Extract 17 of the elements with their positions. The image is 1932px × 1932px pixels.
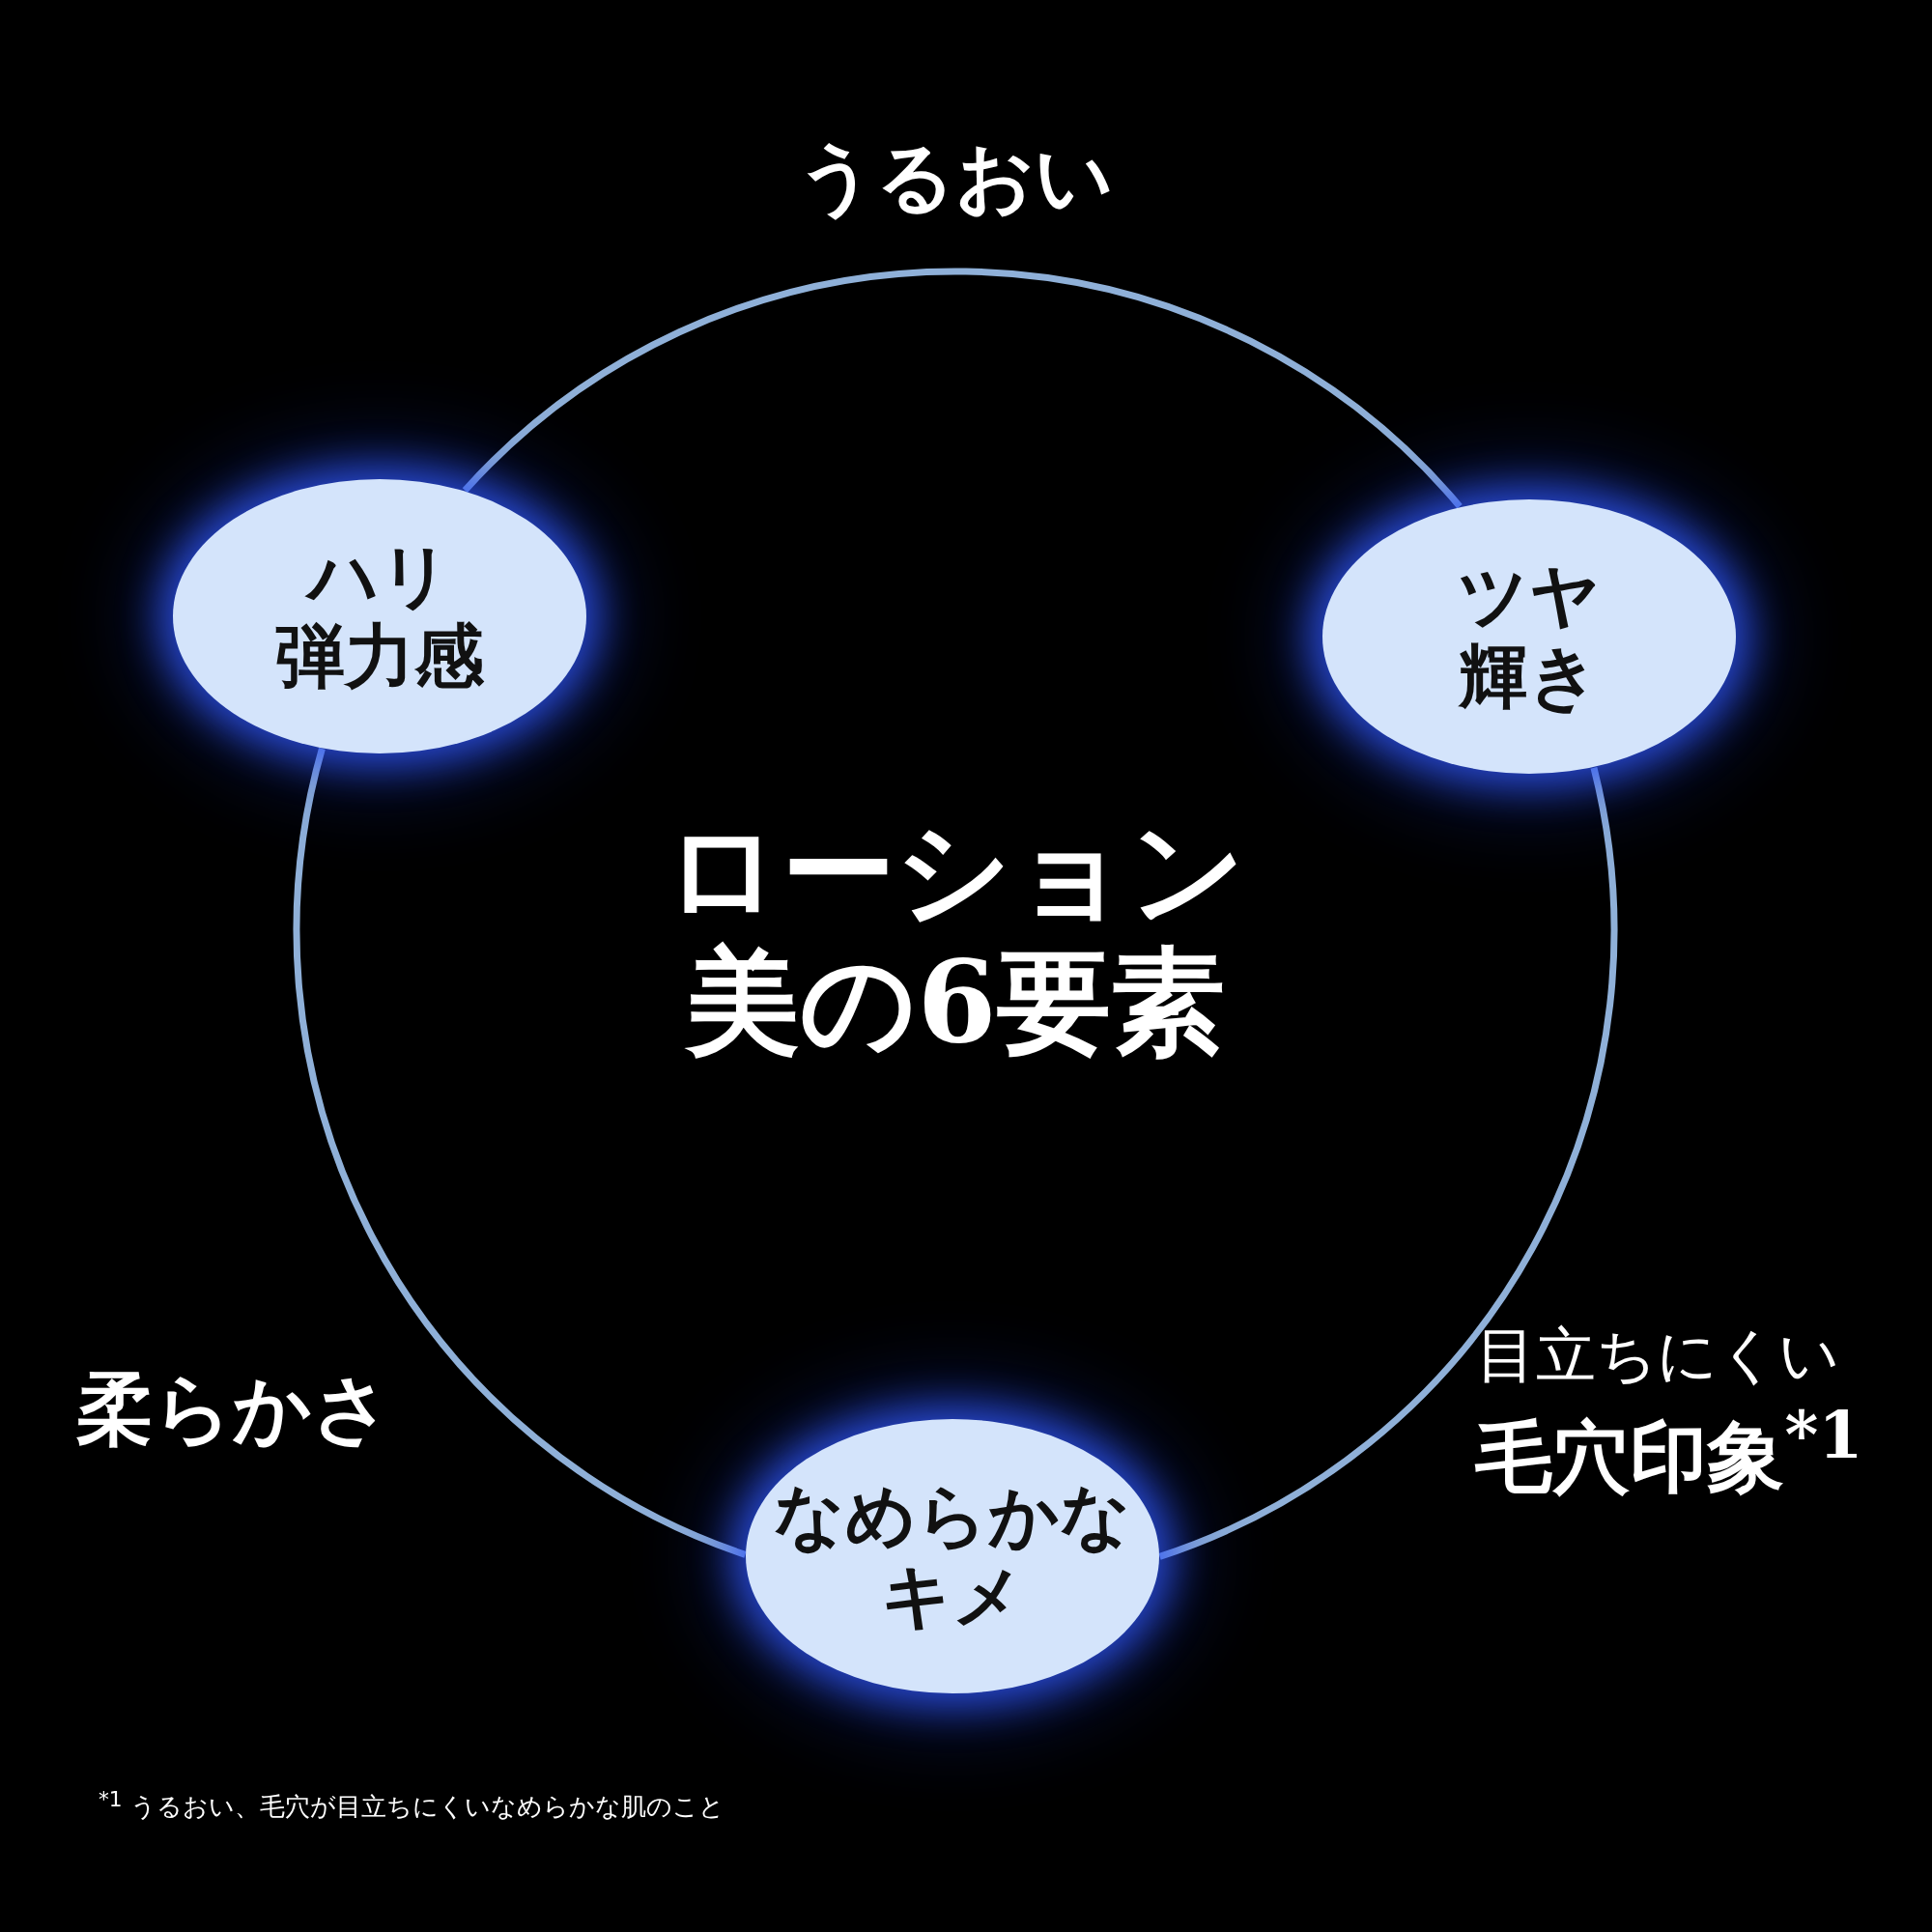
quality-label: 毛穴印象$^{*1}$ — [1475, 1396, 1863, 1505]
footnote: $^{*1}$ うるおい、毛穴が目立ちにくいなめらかな肌のこと — [99, 1786, 724, 1824]
glowing-ellipse — [173, 479, 586, 753]
ring-arc — [462, 268, 1463, 509]
center-title: ローション美の6要素 — [664, 805, 1247, 1067]
quality-label: 目立ちにくい — [1476, 1319, 1839, 1392]
ellipse-label: 輝き — [1459, 637, 1600, 717]
ring-arc — [293, 748, 747, 1558]
ellipse-label: なめらかな — [774, 1476, 1131, 1556]
ellipse-label: キメ — [881, 1556, 1024, 1636]
quality-label: 柔らかさ — [76, 1362, 391, 1456]
quality-label: うるおい — [797, 130, 1114, 224]
glowing-ellipse — [1322, 499, 1736, 774]
ring-arc — [1158, 767, 1618, 1560]
glowing-ellipse — [746, 1419, 1159, 1693]
ellipse-label: ツヤ — [1458, 556, 1601, 637]
ellipse-label: 弾力感 — [275, 616, 484, 696]
